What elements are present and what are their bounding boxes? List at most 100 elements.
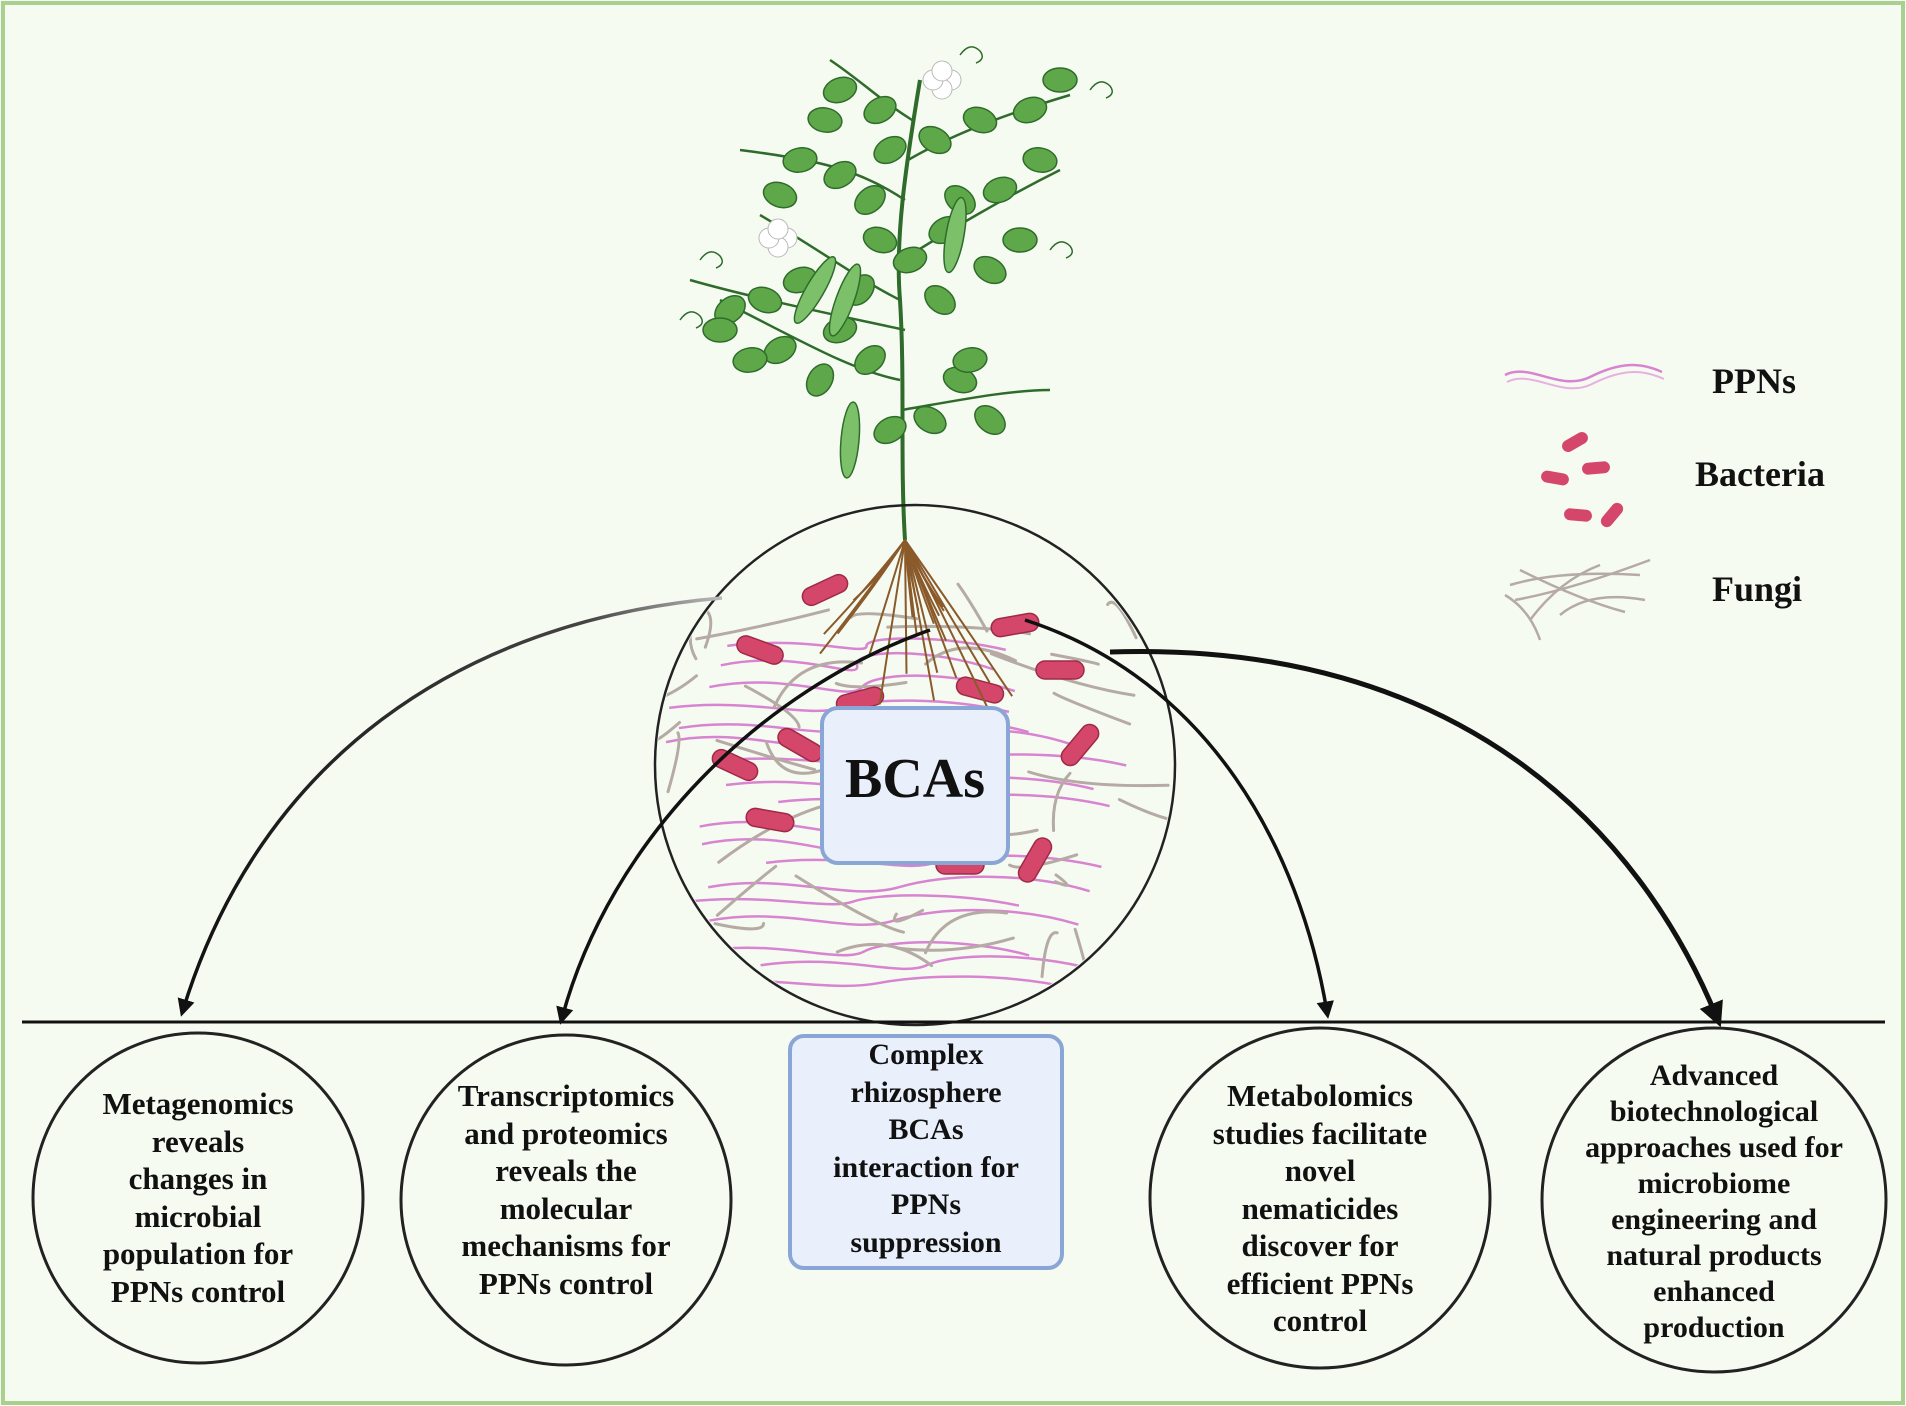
flower-petal: [931, 60, 953, 82]
leaf: [854, 344, 886, 376]
legend-hypha: [1529, 563, 1601, 621]
root-strand: [823, 539, 906, 635]
tendril: [679, 311, 703, 329]
fungal-hypha: [715, 864, 778, 917]
fungal-hypha: [1117, 798, 1171, 821]
fungal-hypha: [1051, 771, 1072, 833]
root-strand: [904, 539, 936, 701]
bacterium: [1035, 660, 1085, 680]
nematode-icon: [1504, 363, 1665, 390]
bacterium: [801, 573, 849, 607]
root-strand: [867, 539, 906, 658]
root-system: [819, 539, 1013, 710]
root-strand: [904, 539, 1013, 697]
nematode: [727, 637, 1007, 652]
fungal-hypha: [896, 936, 1015, 952]
legend-bacterium: [1541, 470, 1569, 486]
arrow-to-metagenomics: [177, 596, 723, 1017]
leaf: [1042, 67, 1078, 93]
legend-label-bacteria: Bacteria: [1695, 454, 1825, 494]
root-strand: [904, 539, 908, 674]
fungal-hypha: [1053, 873, 1069, 887]
bacterium: [745, 807, 795, 833]
pea-pod: [943, 196, 967, 274]
fungi-icon: [1504, 558, 1651, 641]
legend-label-fungi: Fungi: [1712, 569, 1803, 609]
fungal-hypha: [1052, 691, 1132, 726]
arrow-to-biotechnology: [1109, 648, 1723, 1028]
legend-hypha: [1509, 572, 1641, 587]
leaf: [822, 76, 858, 104]
legend-label-ppns: PPNs: [1712, 361, 1796, 401]
fungal-hypha: [956, 582, 989, 633]
leaf: [782, 147, 818, 173]
pea-pod: [793, 256, 837, 324]
tendril: [699, 251, 723, 269]
fungal-hypha: [893, 908, 925, 923]
root-strand: [904, 539, 991, 684]
outcome-text-biotechnology: Advanced biotechnological approaches use…: [1585, 1059, 1843, 1344]
pea-pod: [839, 401, 861, 479]
fungal-hypha: [764, 740, 824, 775]
leaf: [913, 405, 947, 435]
leaf: [1012, 96, 1048, 124]
legend-bacterium: [1582, 461, 1610, 475]
legend-bacterium: [1562, 432, 1588, 452]
bacterium: [1060, 723, 1100, 767]
fungal-hypha: [1027, 770, 1170, 788]
arrow-to-metabolomics: [1024, 618, 1334, 1019]
bacteria-icon: [1541, 432, 1624, 528]
fungal-hypha: [715, 738, 817, 772]
root-strand: [904, 539, 958, 679]
leaf: [873, 415, 907, 445]
leaf: [974, 404, 1006, 436]
root-strand: [878, 539, 906, 705]
rhizosphere-circle: [653, 503, 1177, 1027]
outcome-circle-metabolomics: [1148, 1026, 1492, 1370]
leaf: [873, 135, 907, 165]
fungal-hypha: [834, 680, 908, 689]
arrow-to-transcriptomics: [556, 628, 931, 1025]
leaf: [892, 246, 928, 274]
bcas-label: BCAs: [844, 748, 986, 810]
legend-hypha: [1519, 568, 1626, 614]
plant-stem: [896, 79, 922, 541]
leaf: [854, 184, 886, 216]
plant-branch: [829, 58, 913, 122]
legend-hypha: [1504, 593, 1542, 641]
fungal-hypha: [657, 720, 682, 743]
fungal-hypha: [657, 674, 699, 708]
fungal-hypha: [835, 942, 934, 968]
nematode: [698, 940, 1030, 957]
fungal-hypha: [695, 608, 831, 641]
outcome-circle-transcriptomics: [399, 1033, 733, 1367]
outcome-circle-metagenomics: [31, 1031, 365, 1365]
leaf: [1002, 227, 1038, 253]
leaf: [702, 317, 738, 343]
leaf: [862, 226, 898, 254]
fungal-hypha: [924, 910, 1009, 955]
legend-hypha: [1514, 558, 1651, 602]
outcome-text-transcriptomics: Transcriptomics and proteomics reveals t…: [457, 1078, 675, 1301]
legend-bacterium: [1564, 508, 1592, 522]
fungal-hypha: [666, 731, 681, 794]
leaf: [805, 363, 835, 397]
interaction-box-text: Complex rhizosphere BCAs interaction for…: [833, 1038, 1019, 1259]
fungal-hypha: [713, 921, 766, 931]
leaf: [823, 160, 857, 190]
tendril: [1049, 241, 1073, 259]
leaf: [807, 107, 843, 133]
leaf: [732, 347, 768, 373]
outcome-text-metagenomics: Metagenomics reveals changes in microbia…: [102, 1086, 294, 1309]
bacterium: [1017, 837, 1053, 883]
outcome-circle-biotechnology: [1540, 1026, 1888, 1374]
pea-plant-illustration: [679, 46, 1113, 541]
bacterium: [736, 635, 784, 665]
legend-hypha: [1559, 595, 1646, 616]
tendril: [959, 46, 983, 64]
pea-pod: [828, 263, 862, 337]
bcas-box: [820, 706, 1010, 865]
tendril: [1089, 81, 1113, 99]
leaf: [924, 284, 956, 316]
